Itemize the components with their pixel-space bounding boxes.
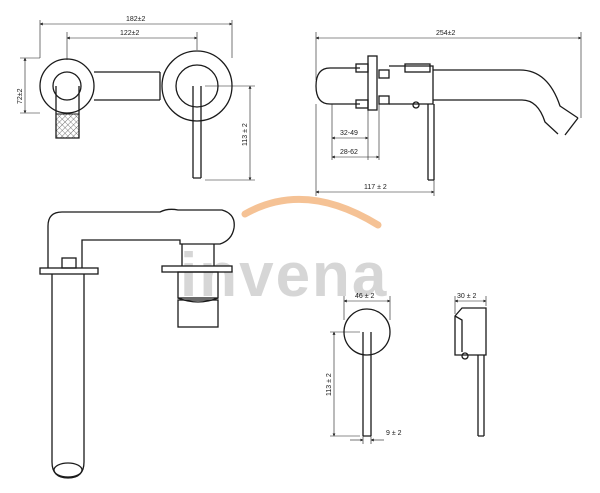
dim-side-range-b: 28-62	[340, 149, 358, 156]
dim-side-range-a: 32-49	[340, 130, 358, 137]
dim-front-height: 72±2	[17, 88, 24, 104]
side-view: 254±2 32-49 28-62 117 ± 2	[315, 30, 582, 196]
dim-front-lever: 113 ± 2	[242, 123, 249, 146]
dim-handle-lever: 113 ± 2	[326, 373, 333, 396]
dim-handle-width: 9 ± 2	[386, 430, 402, 437]
dim-handle-diameter: 46 ± 2	[355, 293, 375, 300]
section-view	[39, 208, 235, 479]
dim-front-width: 182±2	[126, 16, 146, 23]
dim-front-center: 122±2	[120, 30, 140, 37]
brand-arc	[241, 195, 382, 229]
dim-handle-depth: 30 ± 2	[457, 293, 477, 300]
dim-side-depth: 117 ± 2	[364, 184, 387, 191]
handle-side-view: 30 ± 2	[454, 293, 487, 437]
handle-front-view: 46 ± 2 113 ± 2 9 ± 2	[326, 293, 402, 444]
front-view: 182±2 122±2 72±2 113 ± 2	[17, 16, 255, 181]
dim-side-total: 254±2	[436, 30, 456, 37]
